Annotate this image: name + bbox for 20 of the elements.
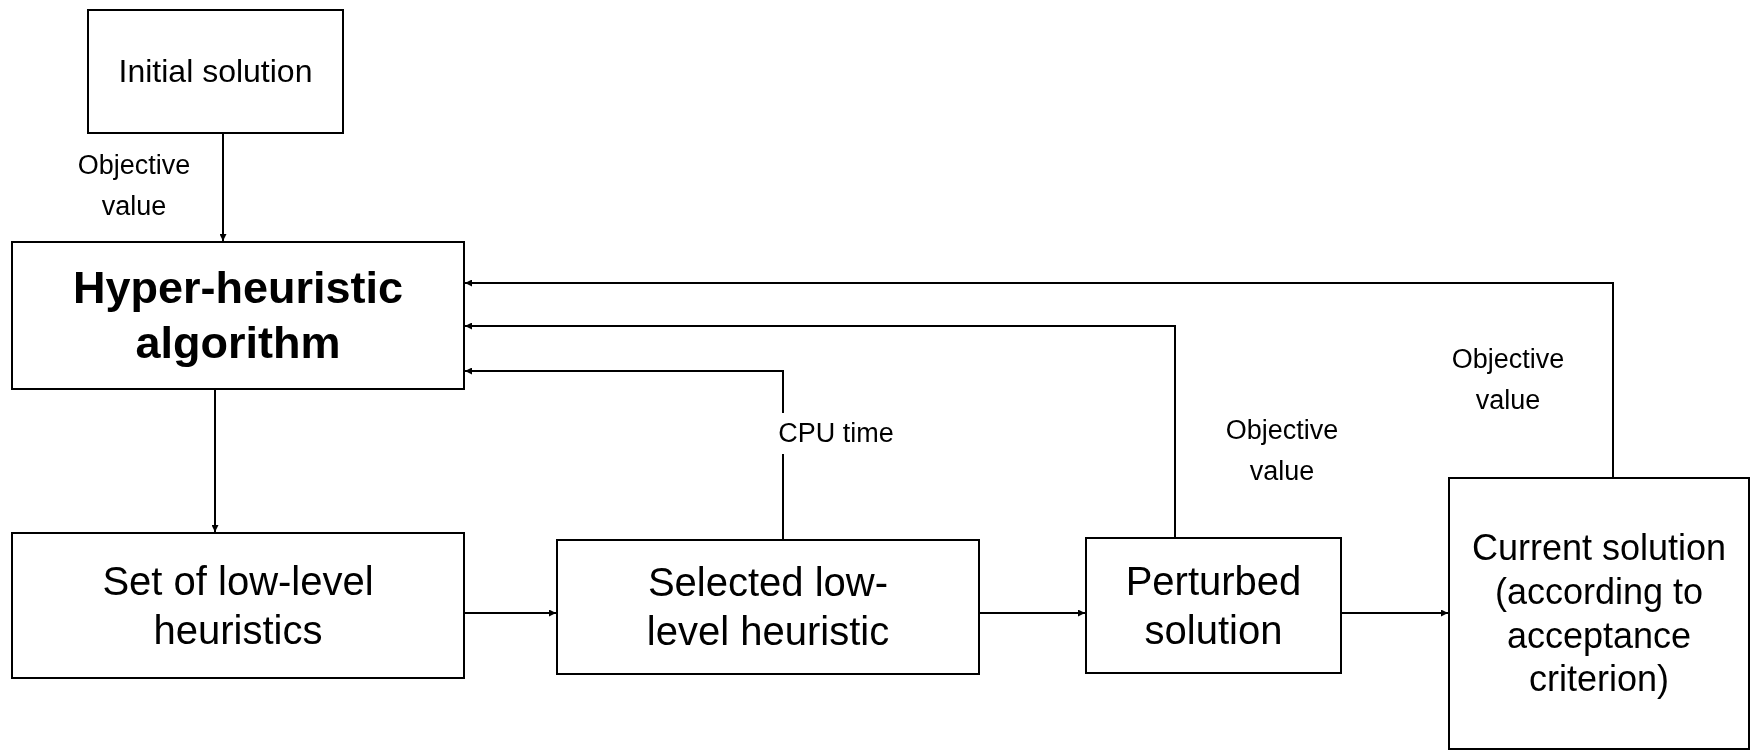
arrow — [464, 609, 557, 617]
arrow — [1341, 609, 1449, 617]
node-text: Set of low-level heuristics — [101, 557, 375, 654]
node-text: Initial solution — [118, 52, 313, 91]
arrow — [464, 367, 784, 540]
node-text: Selected low-level heuristic — [645, 559, 891, 655]
process-box — [556, 539, 980, 675]
arrow — [219, 133, 227, 242]
arrow — [464, 279, 1614, 478]
process-box — [1085, 537, 1342, 674]
arrow — [464, 322, 1176, 538]
process-box — [1448, 477, 1750, 750]
node-text: Perturbed solution — [1124, 557, 1303, 654]
process-box — [87, 9, 344, 134]
arrow — [979, 609, 1086, 617]
node-text: Hyper-heuristic algorithm — [71, 260, 405, 370]
process-box — [11, 241, 465, 390]
arrow — [211, 389, 219, 533]
process-box — [11, 532, 465, 679]
node-text: Current solution (according to acceptance criterion) — [1470, 525, 1728, 702]
